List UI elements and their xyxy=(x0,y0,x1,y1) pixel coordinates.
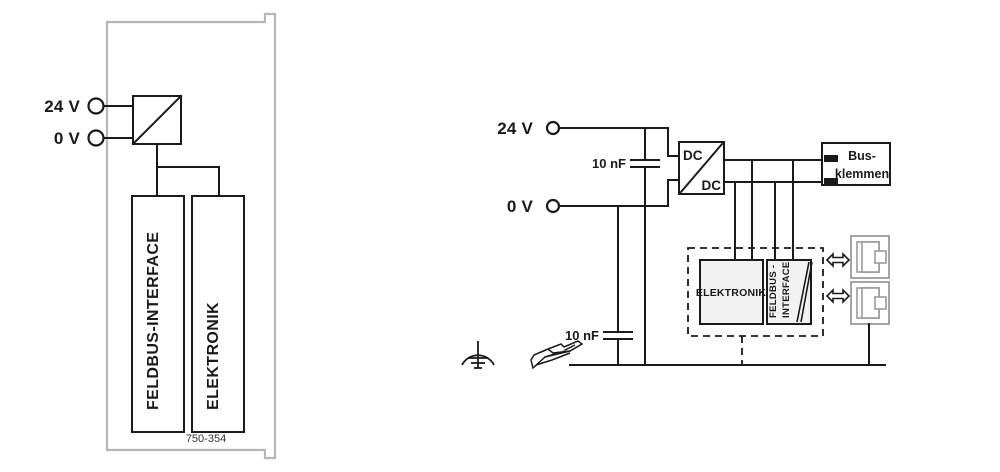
device-part-number: 750-354 xyxy=(186,433,226,445)
right-terminal-24v-label: 24 V xyxy=(497,119,533,138)
right-terminal-0v-circle xyxy=(545,198,561,214)
earth-ground-symbol xyxy=(461,341,495,369)
capacitor-lower-label: 10 nF xyxy=(565,328,599,343)
busklemmen-box xyxy=(821,142,891,186)
left-terminal-0v-label: 0 V xyxy=(54,129,81,148)
port-arrow-1 xyxy=(825,252,851,268)
right-block-elektronik xyxy=(699,259,764,325)
din-rail-symbol xyxy=(530,340,584,370)
port-arrow-2 xyxy=(825,288,851,304)
right-block-feldbus-label-line2: INTERFACE xyxy=(781,261,792,318)
left-block-feldbus-interface-label: FELDBUS-INTERFACE xyxy=(145,232,162,410)
right-terminal-0v-label: 0 V xyxy=(507,197,534,216)
dcdc-label-top: DC xyxy=(683,148,703,163)
rj45-port-1 xyxy=(850,235,890,279)
right-terminal-24v-circle xyxy=(545,120,561,136)
busklemmen-contact-2 xyxy=(824,178,838,185)
capacitor-upper-label: 10 nF xyxy=(592,156,626,171)
left-terminal-24v-label: 24 V xyxy=(44,97,80,116)
isolation-diagonal-2 xyxy=(800,261,813,323)
left-block-elektronik xyxy=(191,195,245,433)
busklemmen-contact-1 xyxy=(824,155,838,162)
busklemmen-label-line1: Bus- xyxy=(848,149,876,163)
right-block-feldbus-interface xyxy=(766,259,812,325)
left-converter-diagonal xyxy=(131,94,183,146)
left-block-feldbus-interface xyxy=(131,195,185,433)
rj45-port-2 xyxy=(850,281,890,325)
shielded-enclosure-dashed xyxy=(687,247,824,337)
dcdc-converter-diagonal xyxy=(679,142,724,194)
left-block-elektronik-label: ELEKTRONIK xyxy=(205,302,222,410)
dcdc-label-bottom: DC xyxy=(702,178,722,193)
right-block-elektronik-label: ELEKTRONIK xyxy=(696,287,766,299)
right-block-feldbus-label-line1: FELDBUS - xyxy=(768,265,779,318)
isolation-diagonal-1 xyxy=(796,261,810,323)
busklemmen-label-line2: klemmen xyxy=(835,167,889,181)
